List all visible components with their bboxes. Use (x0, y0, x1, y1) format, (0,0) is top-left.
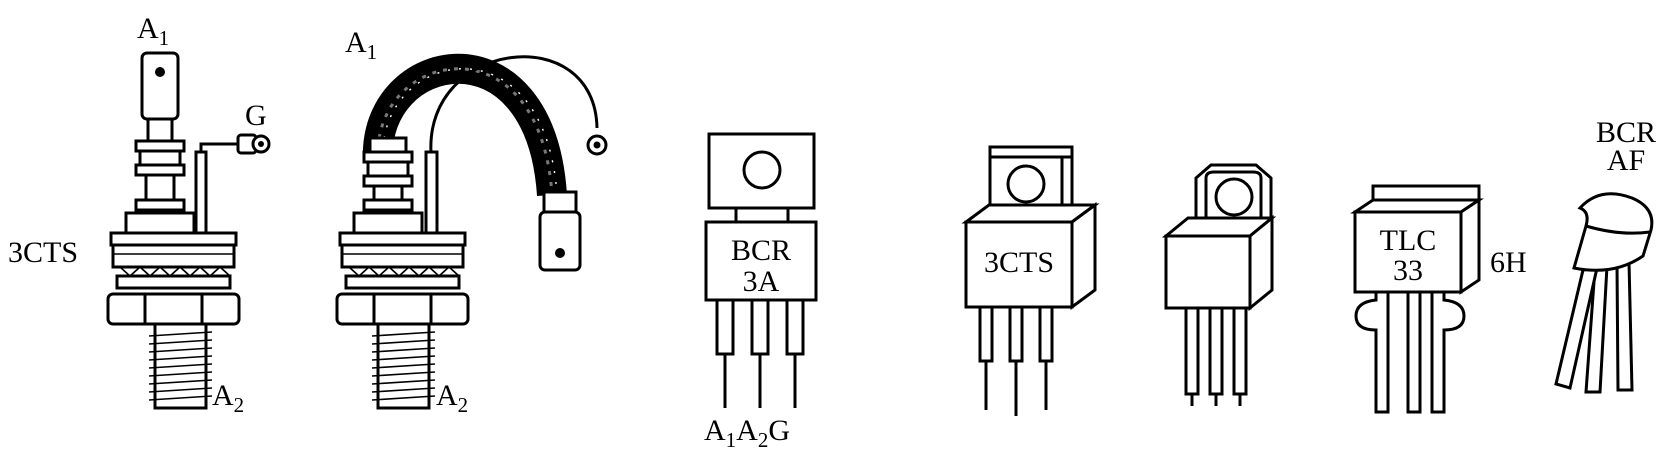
pin-labels: A1A2G (704, 414, 790, 450)
to92-label-line2: AF (1607, 144, 1645, 177)
package-plastic-unmarked (1161, 163, 1277, 406)
stud2-anode1-label: A1 (345, 26, 377, 64)
to220-package-bcr3a (704, 132, 818, 408)
to220-marking-line1: BCR (731, 234, 791, 267)
stud1-anode1-label: A1 (137, 12, 169, 50)
stud-thyristor-1 (106, 51, 271, 410)
to92-package-bcraf (1554, 192, 1654, 394)
stud-thyristor-2 (335, 53, 608, 410)
package-3cts (961, 145, 1100, 416)
stud2-anode2-label: A2 (436, 379, 468, 417)
stud1-model-label: 3CTS (8, 236, 78, 269)
pkg4-marking: 3CTS (984, 246, 1054, 279)
pkg6-marking-line2: 33 (1393, 254, 1423, 287)
to220-marking-line2: 3A (743, 265, 780, 298)
stud1-anode2-label: A2 (212, 379, 244, 417)
stud1-gate-label: G (245, 99, 267, 132)
package-tlc33 (1350, 184, 1484, 414)
to92-label-line1: BCR (1596, 116, 1656, 149)
pkg6-marking-line1: TLC (1380, 224, 1437, 257)
pkg6-side-label: 6H (1490, 246, 1527, 279)
